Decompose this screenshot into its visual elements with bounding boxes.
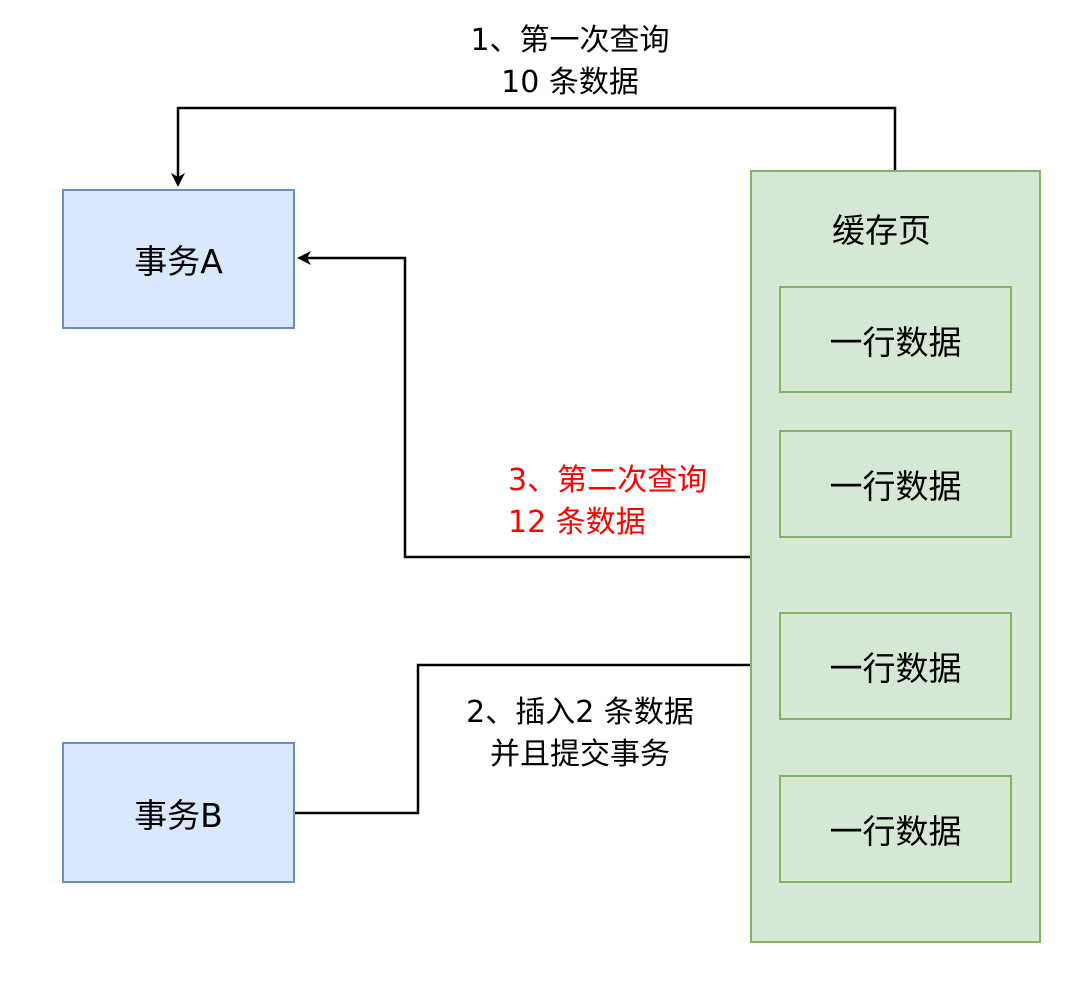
cache-row-label: 一行数据 <box>829 322 962 362</box>
cache-row: 一行数据 <box>779 775 1012 883</box>
cache-row: 一行数据 <box>779 430 1012 538</box>
transaction-b-box: 事务B <box>62 742 295 883</box>
transaction-b-label: 事务B <box>134 795 223 835</box>
step3-line2: 12 条数据 <box>508 505 646 540</box>
cache-row-label: 一行数据 <box>829 812 962 851</box>
cache-row-label: 一行数据 <box>829 467 962 506</box>
step2-label: 2、插入2 条数据 并且提交事务 <box>430 692 730 776</box>
cache-page-title: 缓存页 <box>832 211 931 250</box>
transaction-a-box: 事务A <box>62 189 295 329</box>
step1-label: 1、第一次查询 10 条数据 <box>420 20 720 104</box>
transaction-a-label: 事务A <box>134 242 223 281</box>
arrow-first-query <box>171 106 897 187</box>
step2-line1: 2、插入2 条数据 <box>466 695 694 730</box>
cache-row: 一行数据 <box>779 612 1012 720</box>
step3-line1: 3、第二次查询 <box>508 463 708 498</box>
arrow-second-query <box>297 251 750 559</box>
step1-line2: 10 条数据 <box>501 65 639 100</box>
step2-line2: 并且提交事务 <box>490 737 670 772</box>
cache-row: 一行数据 <box>779 286 1012 393</box>
cache-row-label: 一行数据 <box>829 649 962 688</box>
step3-label: 3、第二次查询 12 条数据 <box>508 460 707 544</box>
arrow-insert <box>295 658 777 815</box>
step1-line1: 1、第一次查询 <box>470 23 670 58</box>
